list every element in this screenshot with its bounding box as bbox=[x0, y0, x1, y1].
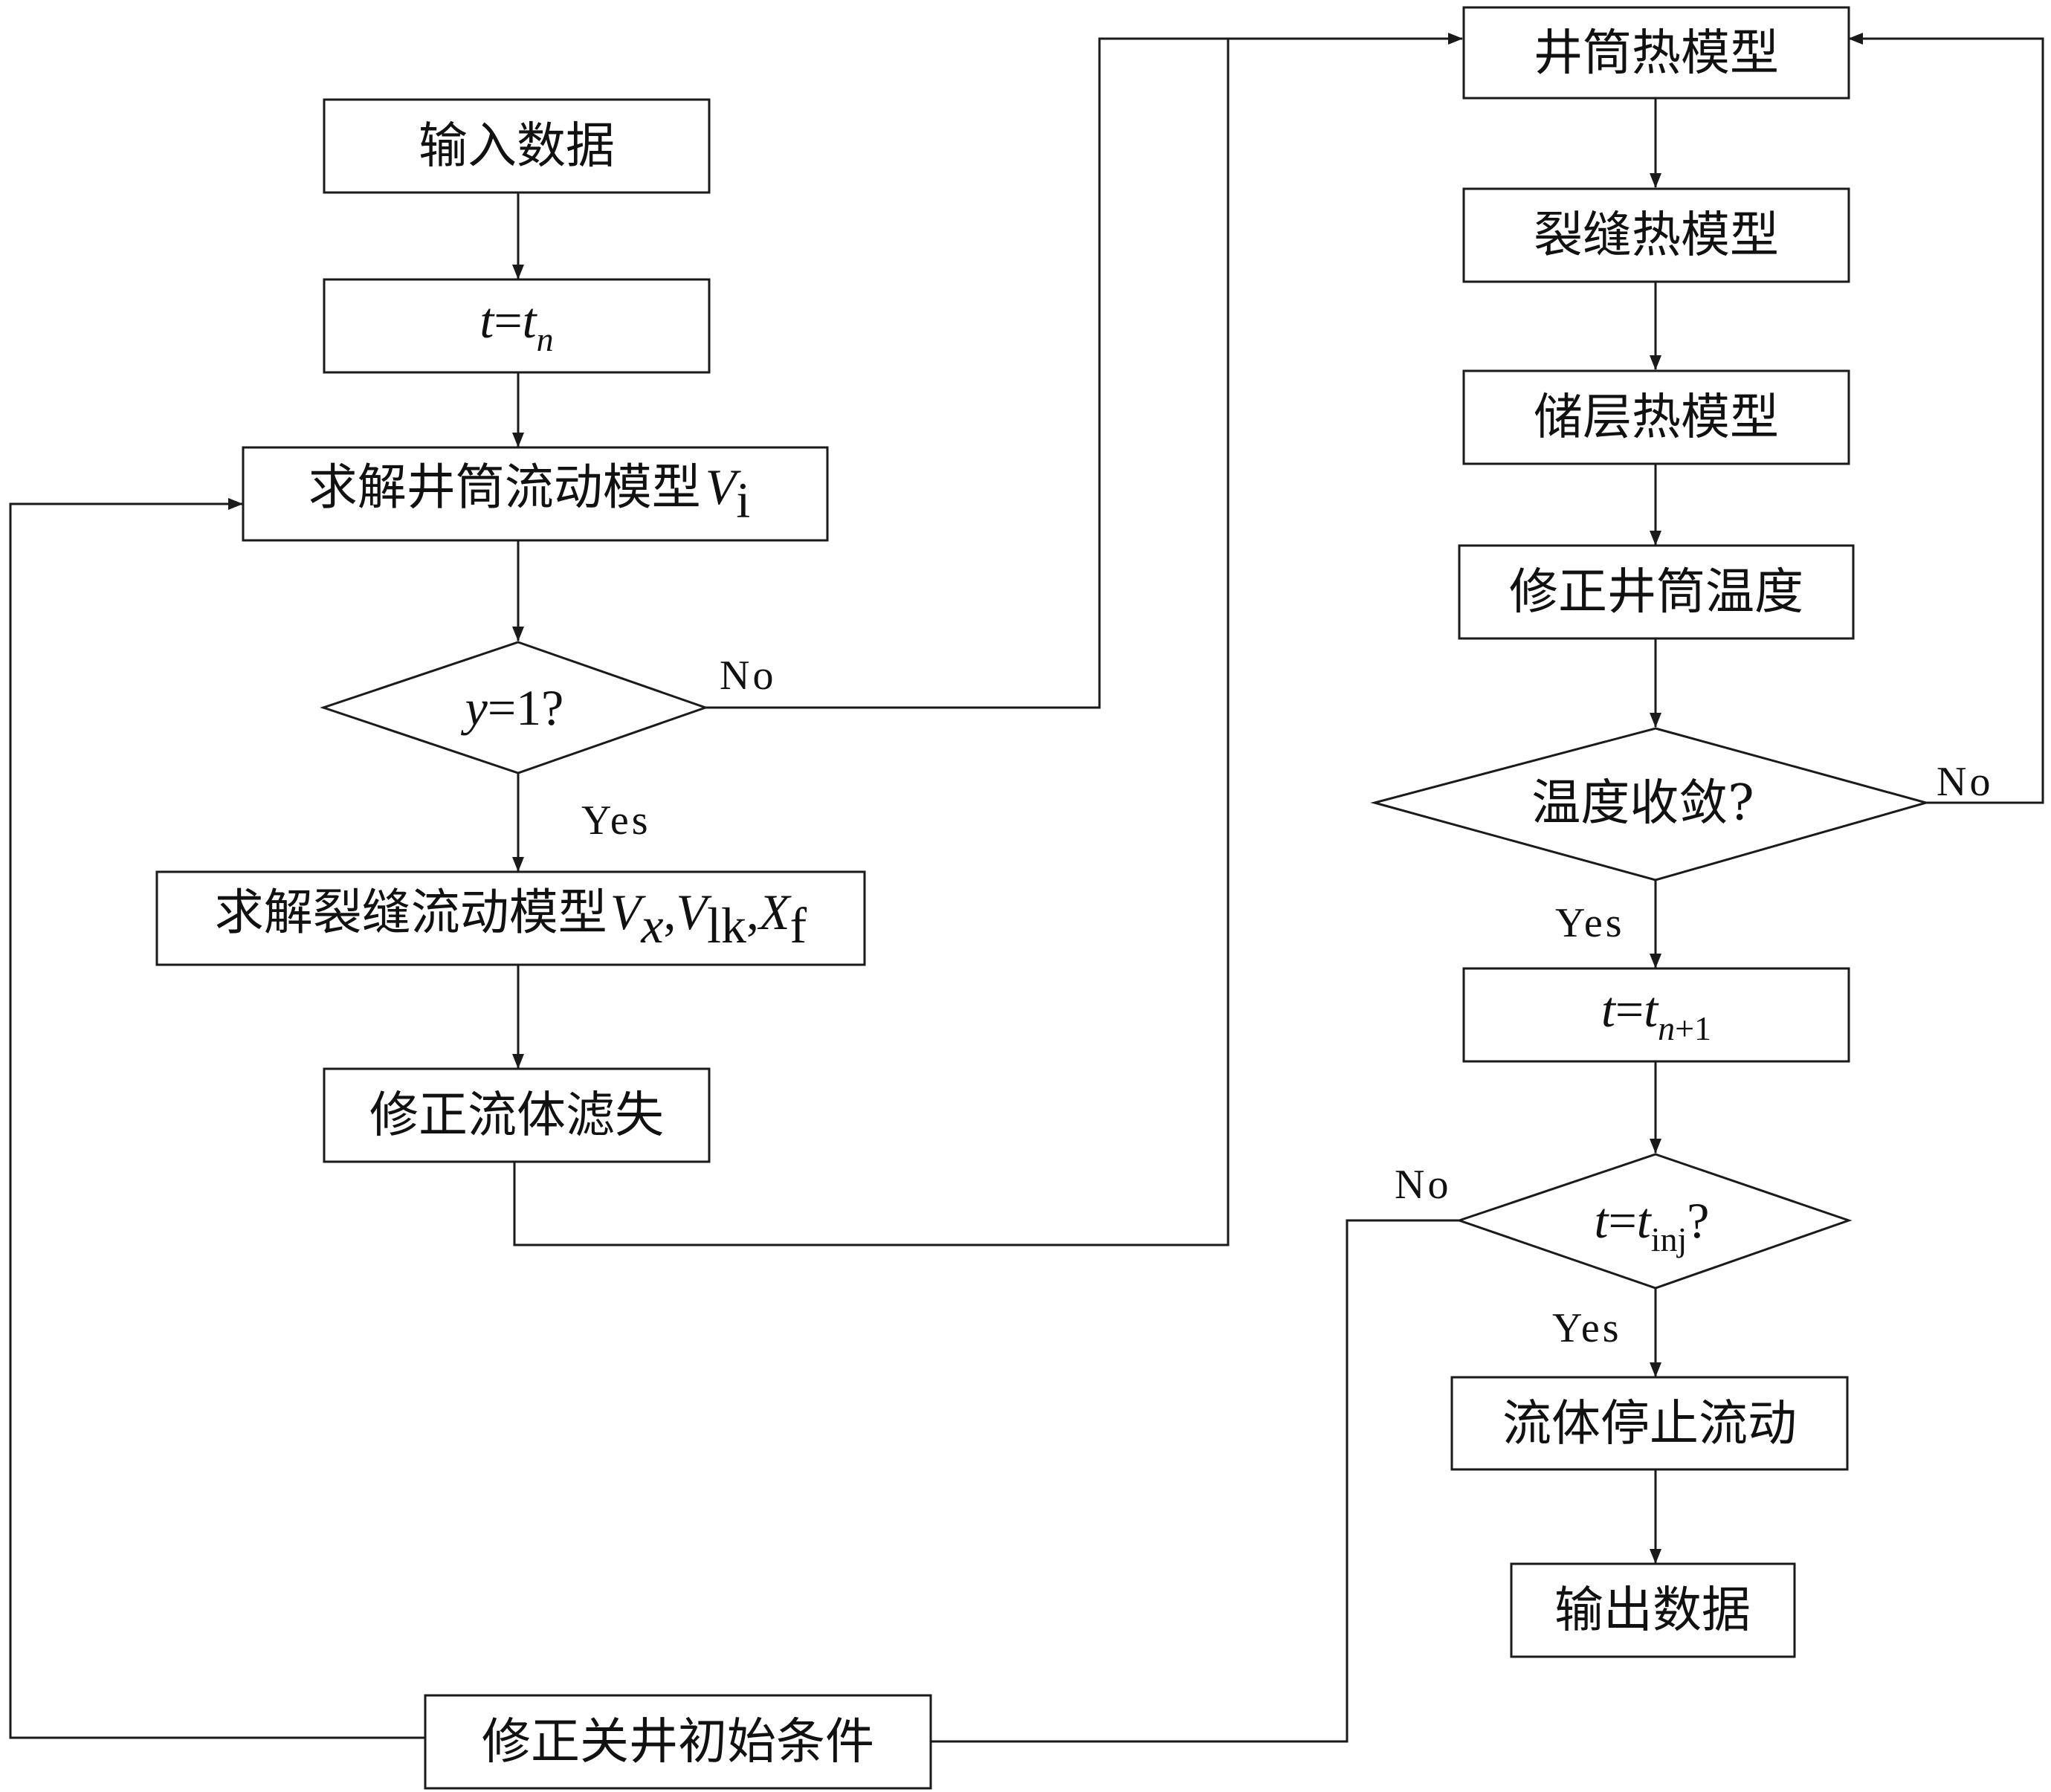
node-input-data: 输入数据 bbox=[323, 98, 711, 194]
node-correct-shutin: 修正关井初始条件 bbox=[424, 1694, 932, 1790]
reservoir-heat-model-label: 储层热模型 bbox=[1534, 389, 1779, 446]
correct-fluid-loss-label: 修正流体滤失 bbox=[369, 1087, 664, 1144]
line-fluid-loss-to-wellbore-heat bbox=[513, 39, 1230, 1246]
node-decision-y: y=1? bbox=[320, 641, 709, 774]
connectors bbox=[9, 33, 2044, 1743]
fracture-heat-model-label: 裂缝热模型 bbox=[1534, 207, 1779, 264]
solve-wellbore-flow-label: 求解井筒流动模型Vi bbox=[309, 459, 750, 528]
node-t-eq-tn: t=tn bbox=[323, 278, 711, 374]
label-yes-temp-converged: Yes bbox=[1555, 900, 1624, 946]
node-fluid-stops: 流体停止流动 bbox=[1450, 1376, 1849, 1471]
label-yes-decision-tinj: Yes bbox=[1552, 1305, 1621, 1351]
arrow-temp-converged-no-to-wellbore-heat bbox=[1848, 33, 2044, 804]
label-no-decision-tinj: No bbox=[1395, 1162, 1451, 1208]
label-no-temp-converged: No bbox=[1937, 759, 1993, 805]
node-fracture-heat-model: 裂缝热模型 bbox=[1462, 187, 1850, 283]
node-solve-wellbore-flow: 求解井筒流动模型Vi bbox=[242, 446, 829, 542]
input-data-label: 输入数据 bbox=[419, 117, 615, 175]
arrow-shutin-to-wellbore-flow bbox=[9, 498, 424, 1739]
fluid-stops-label: 流体停止流动 bbox=[1502, 1395, 1797, 1452]
arrow-decision-y-no-to-wellbore-heat bbox=[705, 33, 1463, 709]
node-wellbore-heat-model: 井筒热模型 bbox=[1462, 6, 1850, 100]
node-temp-converged: 温度收敛? bbox=[1370, 727, 1931, 882]
node-decision-tinj: t=tinj? bbox=[1456, 1153, 1853, 1290]
node-correct-wellbore-temp: 修正井筒温度 bbox=[1458, 544, 1855, 640]
correct-wellbore-temp-label: 修正井筒温度 bbox=[1509, 563, 1803, 621]
wellbore-heat-model-label: 井筒热模型 bbox=[1534, 25, 1779, 82]
label-no-decision-y: No bbox=[720, 653, 776, 699]
output-data-label: 输出数据 bbox=[1554, 1582, 1751, 1639]
node-correct-fluid-loss: 修正流体滤失 bbox=[323, 1067, 711, 1163]
t-eq-tn1-label: t=tn+1 bbox=[1601, 981, 1711, 1047]
correct-shutin-label: 修正关井初始条件 bbox=[482, 1713, 874, 1770]
node-solve-fracture-flow: 求解裂缝流动模型Vx,Vlk,Xf bbox=[155, 870, 866, 966]
node-output-data: 输出数据 bbox=[1510, 1562, 1796, 1658]
decision-tinj-label: t=tinj? bbox=[1595, 1192, 1710, 1258]
solve-fracture-flow-label: 求解裂缝流动模型Vx,Vlk,Xf bbox=[215, 884, 807, 954]
temp-converged-label: 温度收敛? bbox=[1531, 774, 1754, 832]
label-yes-decision-y: Yes bbox=[581, 798, 650, 844]
node-t-eq-tn1: t=tn+1 bbox=[1462, 967, 1850, 1063]
node-reservoir-heat-model: 储层热模型 bbox=[1462, 369, 1850, 465]
line-decision-tinj-no-to-shutin bbox=[931, 1219, 1459, 1743]
decision-y-label: y=1? bbox=[461, 679, 564, 736]
t-eq-tn-label: t=tn bbox=[479, 292, 553, 358]
